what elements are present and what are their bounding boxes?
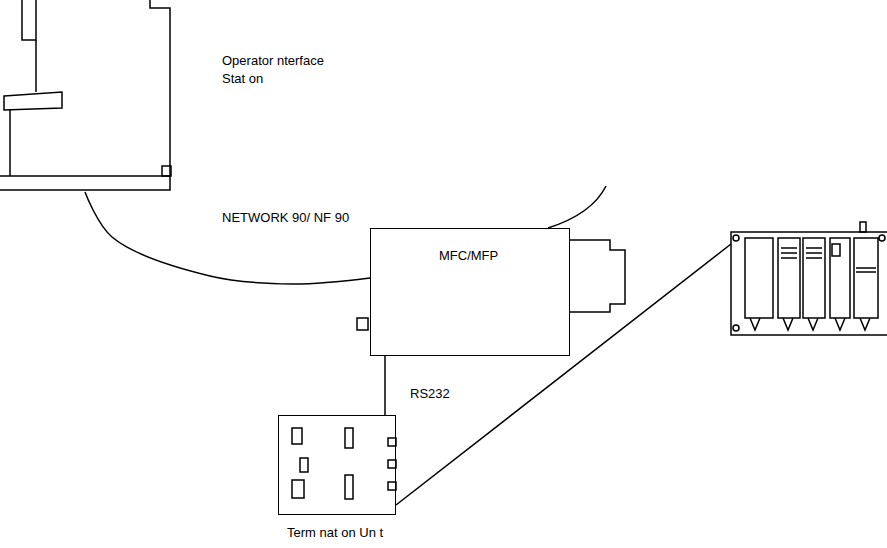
board-part xyxy=(345,428,353,448)
rack-module xyxy=(778,238,800,318)
board-part xyxy=(292,480,304,498)
board-notch xyxy=(388,482,396,490)
rack-display xyxy=(832,244,840,256)
node-label: MFC/MFP xyxy=(439,247,498,265)
station-base xyxy=(0,176,170,190)
node-label: Term nat on Un t xyxy=(287,524,383,542)
termination-board xyxy=(292,428,396,499)
network-loop xyxy=(548,186,606,228)
station-front xyxy=(35,40,37,92)
board-part xyxy=(300,458,308,472)
board-part xyxy=(345,475,353,499)
cable-label: RS232 xyxy=(408,386,452,402)
module-tab xyxy=(357,318,368,330)
connector-layer xyxy=(85,192,385,415)
station-panel xyxy=(22,0,36,40)
module-connector xyxy=(570,240,625,312)
network-cable xyxy=(85,192,370,284)
rack-slot xyxy=(856,268,876,272)
board-notch xyxy=(388,460,396,468)
rack-screw xyxy=(733,325,739,331)
rack-illustration xyxy=(731,222,887,335)
station-illustration xyxy=(0,0,171,190)
rack-module xyxy=(803,238,825,318)
connector-label: NETWORK 90/ NF 90 xyxy=(220,210,351,226)
rack-terminals xyxy=(750,318,870,330)
rack-vents xyxy=(781,248,822,258)
rack-module xyxy=(745,238,773,318)
station-indicator xyxy=(162,166,171,176)
station-shelf xyxy=(4,92,62,110)
termination-unit: Term nat on Un t xyxy=(278,415,396,515)
module-box: MFC/MFP xyxy=(370,228,570,356)
rack-module xyxy=(830,238,850,318)
node-label: Operator nterface Stat on xyxy=(222,52,334,88)
board-part xyxy=(292,428,302,444)
rack-screw xyxy=(733,235,739,241)
station-leg xyxy=(9,110,11,176)
rack-post xyxy=(860,222,866,232)
rs232-cable xyxy=(396,244,731,505)
board-notch xyxy=(388,438,396,446)
station-side xyxy=(150,0,170,176)
rack-module xyxy=(854,238,878,318)
rack-frame xyxy=(731,232,887,335)
module-illustration xyxy=(357,240,625,330)
station-node: Operator nterface Stat on xyxy=(0,0,330,192)
rack-screw xyxy=(879,235,885,241)
network-cable xyxy=(384,356,386,415)
